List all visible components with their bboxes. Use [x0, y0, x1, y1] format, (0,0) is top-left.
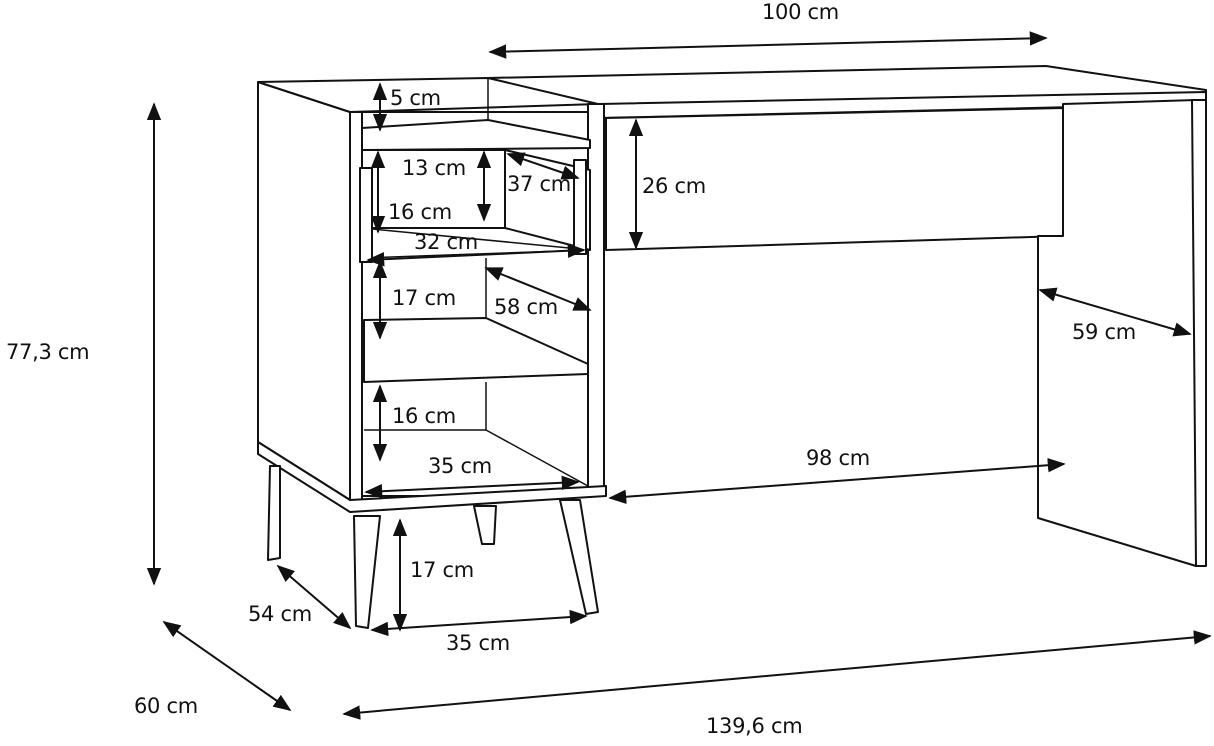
- label-top-width: 100 cm: [762, 0, 839, 24]
- label-leg-width: 35 cm: [446, 631, 510, 655]
- label-cabinet-depth: 58 cm: [494, 295, 558, 319]
- label-total-width: 139,6 cm: [706, 714, 803, 738]
- label-drawer-front-height: 16 cm: [388, 200, 452, 224]
- label-apron-height: 26 cm: [642, 174, 706, 198]
- label-shelf-width: 35 cm: [428, 454, 492, 478]
- label-leg-depth: 54 cm: [248, 602, 312, 626]
- label-leg-height: 17 cm: [410, 558, 474, 582]
- label-total-depth: 60 cm: [134, 694, 198, 718]
- label-top-gap: 5 cm: [390, 86, 441, 110]
- label-drawer-width: 32 cm: [414, 230, 478, 254]
- label-drawer-inner-height: 13 cm: [402, 156, 466, 180]
- label-total-height: 77,3 cm: [6, 340, 90, 364]
- label-shelf2-height: 16 cm: [392, 404, 456, 428]
- cabinet-legs: [267, 465, 599, 629]
- label-shelf1-height: 17 cm: [392, 286, 456, 310]
- label-drawer-depth: 37 cm: [507, 172, 571, 196]
- label-side-panel-depth: 59 cm: [1072, 320, 1136, 344]
- dimension-lines: [146, 31, 1212, 720]
- label-knee-width: 98 cm: [806, 446, 870, 470]
